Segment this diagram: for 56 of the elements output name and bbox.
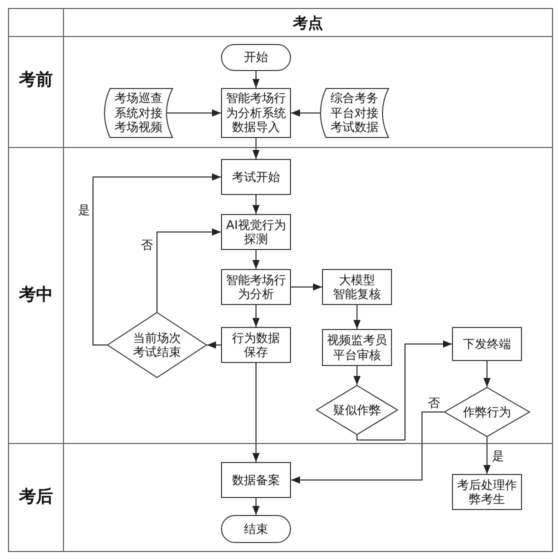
data-source-text: 考场巡查系统对接考场视频 xyxy=(114,91,164,135)
process-box xyxy=(221,462,291,498)
decision-text: 疑似作弊 xyxy=(333,402,381,418)
step-text: 视频监考员平台审核 xyxy=(326,333,388,362)
arrow xyxy=(166,109,222,117)
arrow xyxy=(290,109,321,117)
step-text: 智能考场行为分析 xyxy=(225,272,287,302)
step-text: 下发终端 xyxy=(463,336,511,352)
data-source-shape xyxy=(320,88,389,138)
step-text: 行为数据保存 xyxy=(231,330,281,360)
arrow xyxy=(290,412,444,484)
lane-label: 考前 xyxy=(19,70,53,90)
process-box xyxy=(322,269,392,305)
lane-label: 考后 xyxy=(19,487,53,508)
edge-label: 否 xyxy=(140,238,154,252)
decision-diamond xyxy=(444,387,530,437)
process-box xyxy=(221,159,291,195)
header-label: 考点 xyxy=(293,14,323,32)
process-box xyxy=(221,327,291,363)
step-text: 大模型智能复核 xyxy=(333,272,381,302)
terminal-box xyxy=(221,44,291,71)
arrow xyxy=(353,366,361,386)
arrow xyxy=(252,70,260,88)
arrow xyxy=(92,173,222,346)
edge-label: 否 xyxy=(427,396,441,410)
arrow xyxy=(252,138,260,160)
step-text: 数据备案 xyxy=(232,472,280,488)
terminal-text: 结束 xyxy=(244,522,268,536)
arrow xyxy=(356,340,452,440)
step-text: AI视觉行为探测 xyxy=(225,218,287,246)
edge-label: 是 xyxy=(491,449,505,464)
arrow xyxy=(483,360,491,388)
data-source-shape xyxy=(104,88,173,138)
arrow xyxy=(156,228,222,312)
decision-diamond xyxy=(107,312,207,378)
decision-text: 当前场次考试结束 xyxy=(132,330,182,360)
step-text: 智能考场行为分析系统数据导入 xyxy=(225,91,287,135)
decision-text: 作弊行为 xyxy=(463,404,511,420)
process-box xyxy=(452,327,522,361)
edge-label: 是 xyxy=(77,203,91,218)
arrow xyxy=(252,250,260,270)
step-text: 考试开始 xyxy=(232,170,280,184)
lane-label: 考中 xyxy=(19,285,53,306)
arrow xyxy=(252,194,260,214)
terminal-text: 开始 xyxy=(244,50,268,65)
terminal-box xyxy=(221,515,291,543)
arrow xyxy=(206,341,222,349)
arrow xyxy=(483,436,491,474)
step-text: 考后处理作弊考生 xyxy=(456,478,518,506)
arrow xyxy=(252,362,260,462)
arrow xyxy=(290,283,322,291)
data-source-text: 综合考务平台对接考试数据 xyxy=(330,91,380,135)
arrow xyxy=(252,304,260,328)
decision-diamond xyxy=(316,385,398,435)
arrow xyxy=(353,304,361,330)
arrow xyxy=(252,498,260,516)
